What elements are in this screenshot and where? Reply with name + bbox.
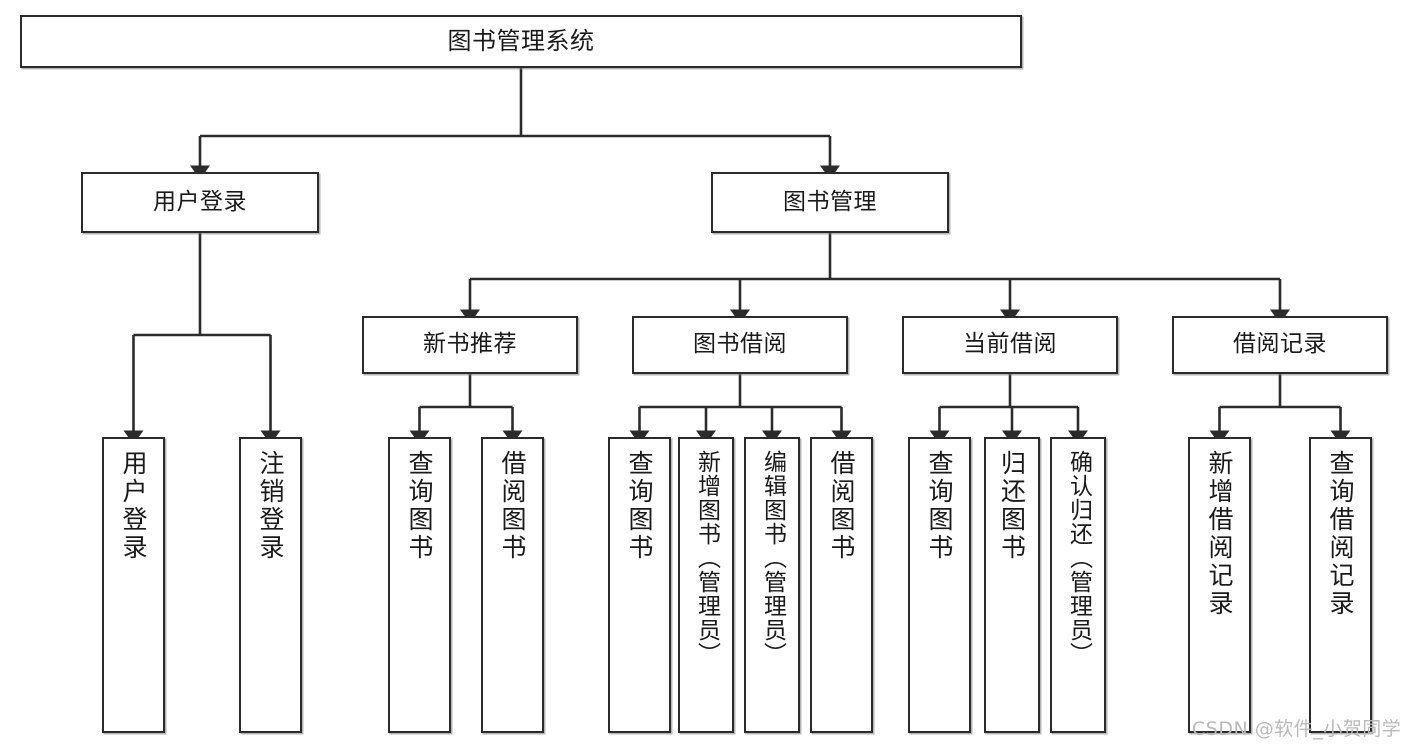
node-l-addbook[interactable]: 新增图书（管理员） xyxy=(678,437,734,733)
node-label: 借阅记录 xyxy=(1233,331,1327,358)
node-label: 查询借阅记录 xyxy=(1326,450,1355,618)
node-label: 图书借阅 xyxy=(693,331,787,358)
node-l-qbook2[interactable]: 查询图书 xyxy=(608,437,671,733)
node-l-addrec[interactable]: 新增借阅记录 xyxy=(1188,437,1251,733)
node-label: 当前借阅 xyxy=(963,331,1057,358)
node-label: 查询图书 xyxy=(625,450,654,562)
watermark-text: CSDN @软件_小贺同学 xyxy=(1192,718,1402,740)
node-label: 查询图书 xyxy=(925,450,954,562)
node-l-confirm[interactable]: 确认归还（管理员） xyxy=(1050,437,1106,733)
node-label: 查询图书 xyxy=(405,450,434,562)
node-label: 编辑图书（管理员） xyxy=(759,450,786,666)
node-records[interactable]: 借阅记录 xyxy=(1172,316,1388,374)
node-l-return[interactable]: 归还图书 xyxy=(984,437,1040,733)
node-label: 用户登录 xyxy=(119,450,148,562)
node-label: 归还图书 xyxy=(997,450,1027,562)
node-l-bbook2[interactable]: 借阅图书 xyxy=(810,437,873,733)
node-l-logout[interactable]: 注销登录 xyxy=(239,437,302,733)
node-label: 新增借阅记录 xyxy=(1205,450,1234,618)
node-label: 借阅图书 xyxy=(498,450,527,562)
node-login[interactable]: 用户登录 xyxy=(81,172,319,233)
node-l-qbook1[interactable]: 查询图书 xyxy=(388,437,451,733)
node-label: 新书推荐 xyxy=(423,331,517,358)
node-label: 图书管理 xyxy=(783,188,877,215)
node-borrow[interactable]: 图书借阅 xyxy=(632,316,848,374)
node-label: 新增图书（管理员） xyxy=(693,450,720,666)
node-root[interactable]: 图书管理系统 xyxy=(20,15,1022,68)
node-current[interactable]: 当前借阅 xyxy=(902,316,1118,374)
node-l-qbook3[interactable]: 查询图书 xyxy=(908,437,971,733)
node-l-qrec[interactable]: 查询借阅记录 xyxy=(1309,437,1372,733)
node-label: 借阅图书 xyxy=(827,450,856,562)
node-l-bbook1[interactable]: 借阅图书 xyxy=(481,437,544,733)
node-label: 用户登录 xyxy=(153,188,247,215)
node-bookmgmt[interactable]: 图书管理 xyxy=(711,172,949,233)
node-label: 注销登录 xyxy=(256,450,285,562)
node-newrec[interactable]: 新书推荐 xyxy=(362,316,578,374)
node-label: 图书管理系统 xyxy=(447,27,595,56)
node-l-editbook[interactable]: 编辑图书（管理员） xyxy=(744,437,800,733)
node-l-login[interactable]: 用户登录 xyxy=(102,437,165,733)
node-label: 确认归还（管理员） xyxy=(1065,450,1092,666)
